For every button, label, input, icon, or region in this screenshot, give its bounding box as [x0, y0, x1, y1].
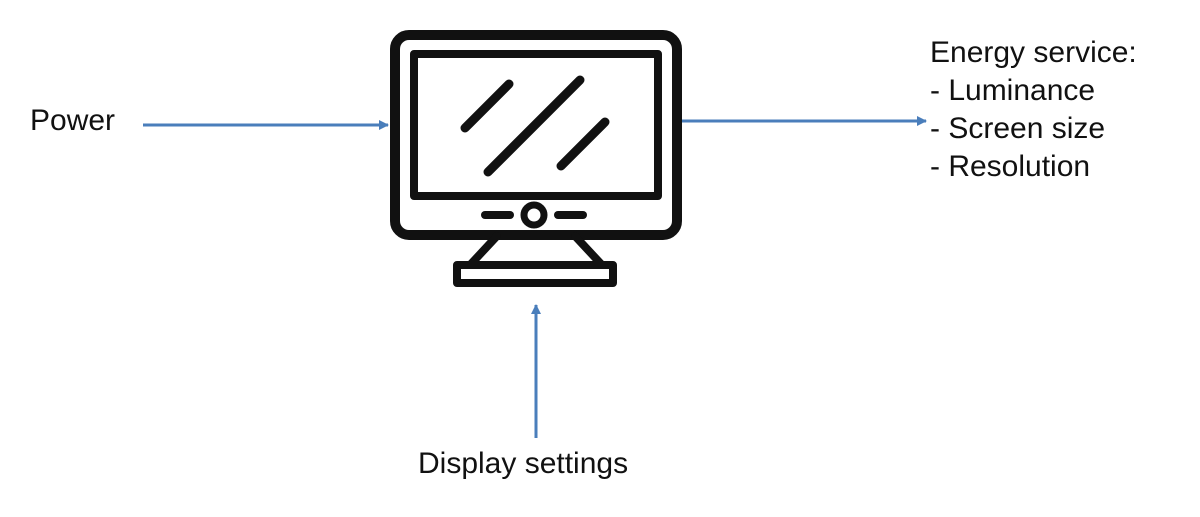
energy-service-block: Energy service: - Luminance - Screen siz…: [930, 34, 1137, 186]
energy-service-item-screen-size: - Screen size: [930, 112, 1106, 145]
energy-service-item-luminance: - Luminance: [930, 74, 1096, 107]
energy-service-item-resolution: - Resolution: [930, 150, 1091, 183]
power-label: Power: [30, 104, 116, 137]
display-settings-label: Display settings: [418, 447, 629, 480]
monitor-icon: [390, 30, 682, 287]
energy-service-title: Energy service:: [930, 36, 1137, 69]
